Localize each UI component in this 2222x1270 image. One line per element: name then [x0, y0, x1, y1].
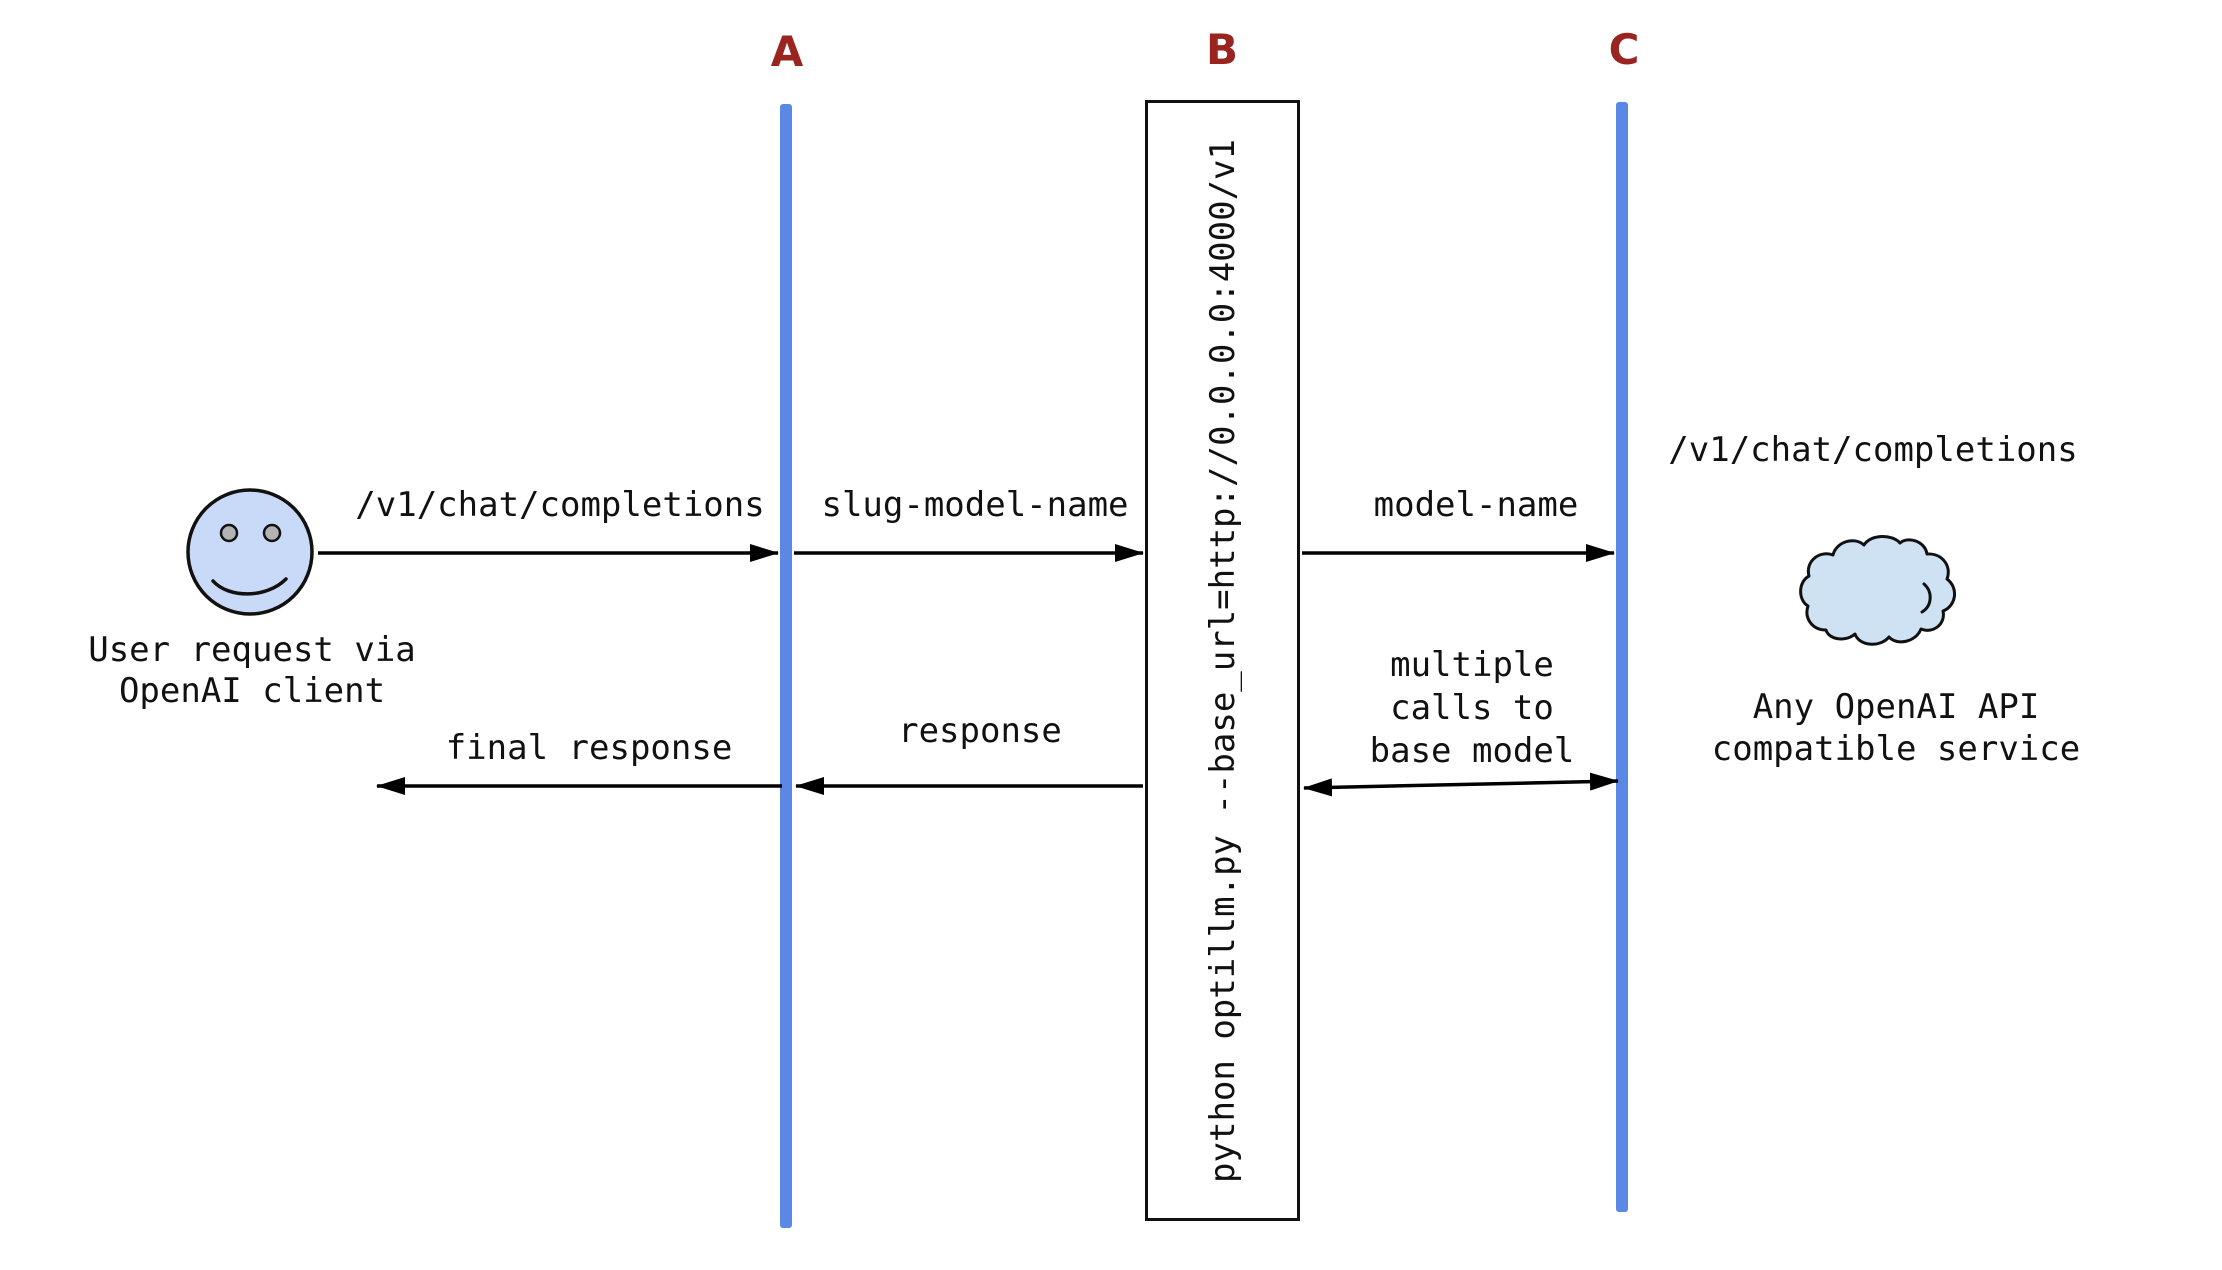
lifeline-label-c: C — [1608, 25, 1640, 74]
multiple-calls-line-2: calls to — [1390, 688, 1554, 728]
lifeline-a — [780, 104, 792, 1228]
message-request-label: /v1/chat/completions — [355, 485, 765, 525]
multiple-calls-line-1: multiple — [1390, 645, 1554, 685]
smiley-face-icon — [186, 488, 314, 616]
lifeline-label-b: B — [1205, 25, 1239, 74]
arrow-multiple-calls — [1303, 772, 1619, 797]
cloud-icon — [1799, 535, 1956, 646]
message-slug-model-name-label: slug-model-name — [821, 485, 1129, 525]
lifeline-label-a: A — [770, 27, 804, 76]
message-response-label: response — [898, 711, 1062, 751]
service-caption-line-2: compatible service — [1711, 729, 2081, 769]
service-caption-line-1: Any OpenAI API — [1752, 687, 2040, 727]
multiple-calls-line-3: base model — [1369, 731, 1575, 771]
proxy-command-label: python optillm.py --base_url=http://0.0.… — [1202, 138, 1243, 1183]
message-final-response-label: final response — [445, 728, 733, 768]
proxy-box-b: python optillm.py --base_url=http://0.0.… — [1145, 100, 1300, 1221]
lifeline-c — [1616, 102, 1628, 1212]
message-model-name-label: model-name — [1373, 485, 1579, 525]
service-endpoint-label: /v1/chat/completions — [1668, 430, 2078, 470]
user-caption-line-2: OpenAI client — [118, 671, 386, 711]
user-caption-line-1: User request via — [88, 630, 416, 670]
